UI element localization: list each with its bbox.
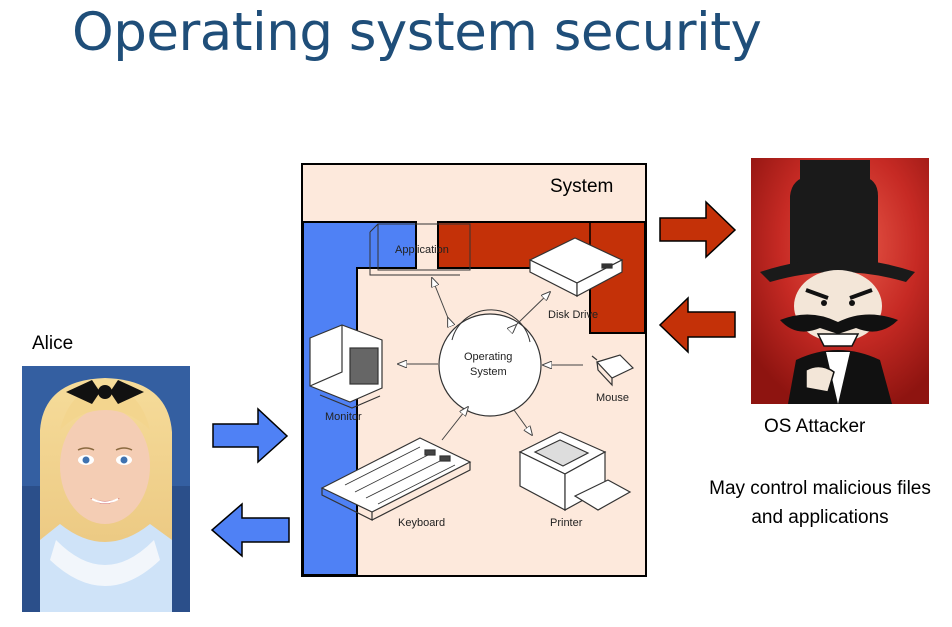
operating-system-core: Operating System bbox=[438, 309, 542, 417]
attacker-output-arrow bbox=[659, 200, 737, 259]
user-input-arrow bbox=[212, 407, 289, 464]
printer-label: Printer bbox=[550, 517, 583, 529]
mouse-label: Mouse bbox=[596, 392, 629, 404]
monitor-component bbox=[309, 324, 383, 409]
attacker-input-arrow bbox=[658, 296, 736, 354]
user-output-arrow bbox=[210, 502, 290, 558]
monitor-label: Monitor bbox=[325, 411, 362, 423]
os-label-line2: System bbox=[470, 366, 507, 378]
keyboard-label: Keyboard bbox=[398, 517, 445, 529]
attacker-note: May control malicious files and applicat… bbox=[709, 478, 931, 528]
system-label: System bbox=[550, 176, 613, 197]
disk-drive-label: Disk Drive bbox=[548, 309, 598, 321]
alice-picture bbox=[22, 366, 190, 612]
application-label: Application bbox=[395, 244, 449, 256]
disk-drive-component bbox=[528, 237, 624, 297]
application-component: Application bbox=[369, 223, 471, 276]
mouse-component bbox=[591, 354, 635, 387]
slide-title: Operating system security bbox=[72, 2, 762, 63]
keyboard-component bbox=[320, 437, 472, 521]
printer-component bbox=[518, 431, 632, 512]
user-label: Alice bbox=[32, 333, 74, 354]
attacker-picture bbox=[751, 158, 929, 404]
attacker-label: OS Attacker bbox=[764, 416, 866, 437]
data-flow-arrows bbox=[398, 278, 583, 441]
os-label-line1: Operating bbox=[464, 351, 512, 363]
